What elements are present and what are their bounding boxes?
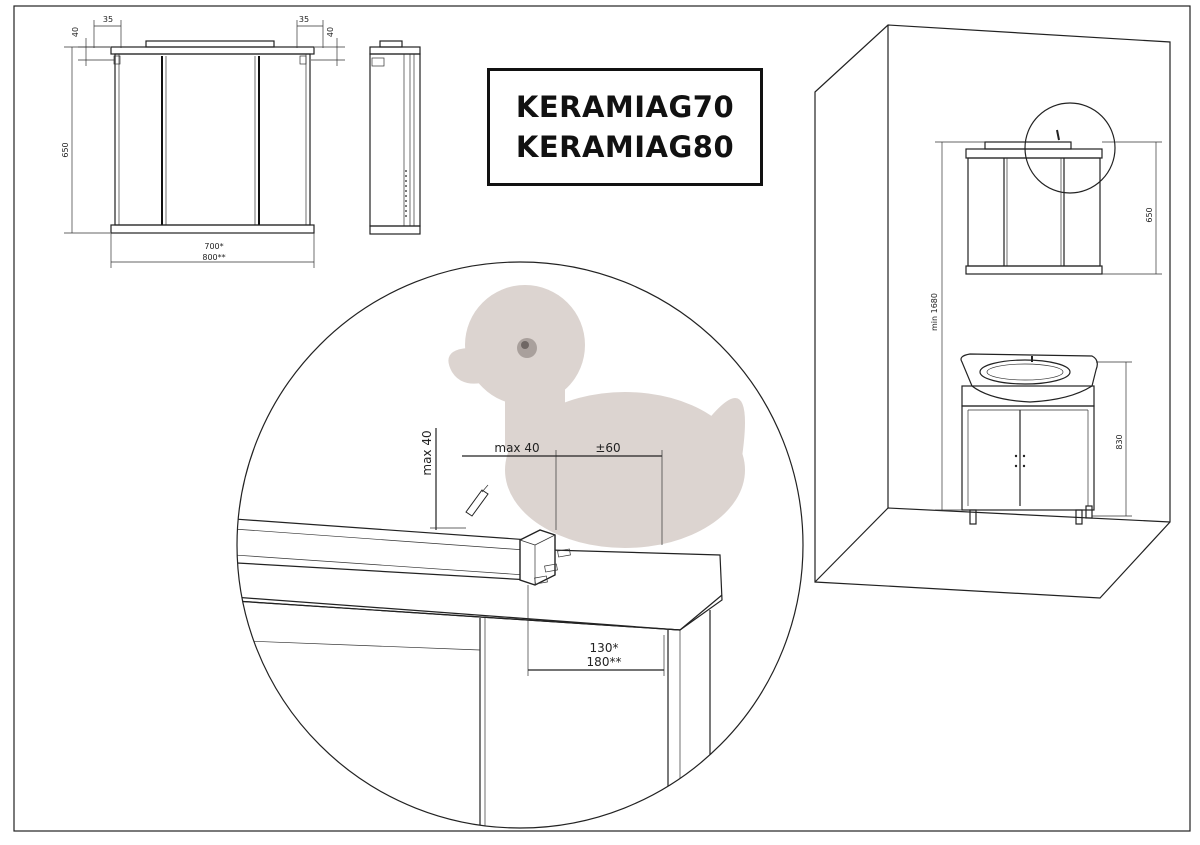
side-cabinet-body bbox=[369, 53, 421, 227]
room-detail-marker bbox=[1024, 102, 1116, 194]
dim-small-left: 40 bbox=[71, 27, 80, 37]
sheet-frame bbox=[13, 5, 1191, 832]
dim-room-vanity-height: 830 bbox=[1115, 434, 1124, 449]
dim-offset-right: 35 bbox=[299, 15, 309, 24]
model-title-box: KERAMIAG70 KERAMIAG80 bbox=[487, 68, 763, 186]
dim-offset-left: 35 bbox=[103, 15, 113, 24]
dim-room-mirror-height: 650 bbox=[1145, 207, 1154, 222]
front-lamp bbox=[145, 40, 275, 48]
front-cabinet-body bbox=[114, 53, 311, 226]
dim-max-depth: max 40 bbox=[494, 441, 539, 455]
model-title-line-2: KERAMIAG80 bbox=[515, 130, 735, 164]
front-bottom-shelf bbox=[110, 224, 315, 234]
side-view bbox=[369, 40, 421, 235]
dim-shift: ±60 bbox=[595, 441, 620, 455]
model-title-line-1: KERAMIAG70 bbox=[515, 90, 735, 124]
detail-circle bbox=[236, 261, 804, 829]
dim-width-70: 700* bbox=[204, 242, 223, 251]
dim-dist-80: 180** bbox=[587, 655, 622, 669]
dim-room-min-height: min 1680 bbox=[930, 293, 939, 331]
dim-dist-70: 130* bbox=[590, 641, 619, 655]
dim-width-80: 800** bbox=[202, 253, 225, 262]
front-view: 35 35 40 40 650 700* 800** bbox=[61, 15, 345, 268]
front-top-shelf bbox=[110, 46, 315, 55]
detail-view: max 40 max 40 ±60 130* 180** bbox=[236, 261, 804, 829]
dim-max-height: max 40 bbox=[420, 430, 434, 475]
room-mirror-cabinet bbox=[965, 129, 1103, 275]
room-vanity bbox=[960, 353, 1098, 525]
duck-watermark bbox=[448, 285, 745, 548]
dim-front-height: 650 bbox=[61, 142, 70, 157]
room-view: 650 min 1680 830 bbox=[814, 24, 1171, 599]
dim-small-right: 40 bbox=[326, 27, 335, 37]
